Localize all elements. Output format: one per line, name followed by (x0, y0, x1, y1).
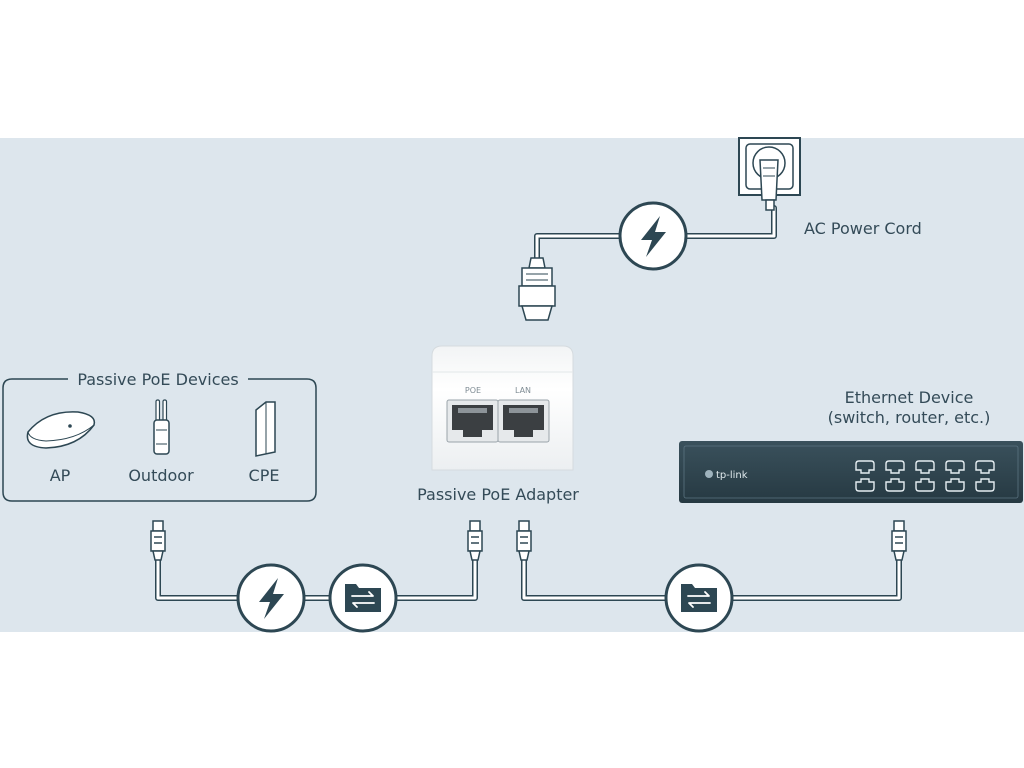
data-folder-icon (328, 563, 398, 633)
ac-power-cord-label: AC Power Cord (804, 219, 922, 238)
network-switch: tp-link (679, 441, 1023, 503)
outdoor-label: Outdoor (128, 466, 194, 485)
poe-port-label: POE (465, 386, 481, 395)
iec-connector (518, 257, 556, 321)
schuko-plug (759, 159, 779, 211)
ap-label: AP (50, 466, 71, 485)
outdoor-device-icon (153, 399, 170, 455)
lightning-bolt-icon (236, 563, 306, 633)
cpe-device-icon (255, 401, 276, 457)
rj45-connector-adapter-lan (516, 520, 532, 561)
lightning-bolt-icon (618, 201, 688, 271)
passive-poe-devices-group: Passive PoE Devices AP Outdoor (2, 370, 317, 502)
lan-port-label: LAN (515, 386, 531, 395)
passive-poe-devices-label: Passive PoE Devices (77, 370, 238, 389)
poe-device-cable (155, 557, 478, 601)
passive-poe-adapter-label: Passive PoE Adapter (417, 485, 579, 504)
ethernet-device-label: Ethernet Device (845, 388, 974, 407)
poe-port (446, 399, 499, 443)
rj45-connector-devices (150, 520, 166, 561)
switch-ports (855, 460, 995, 492)
switch-brand-label: tp-link (716, 470, 748, 481)
data-folder-icon (664, 563, 734, 633)
rj45-connector-adapter-poe (467, 520, 483, 561)
cpe-label: CPE (249, 466, 280, 485)
rj45-connector-switch (891, 520, 907, 561)
ap-device-icon (26, 411, 96, 449)
ethernet-device-sublabel: (switch, router, etc.) (828, 408, 991, 427)
lan-port (497, 399, 550, 443)
passive-poe-adapter: POE LAN (431, 345, 574, 471)
